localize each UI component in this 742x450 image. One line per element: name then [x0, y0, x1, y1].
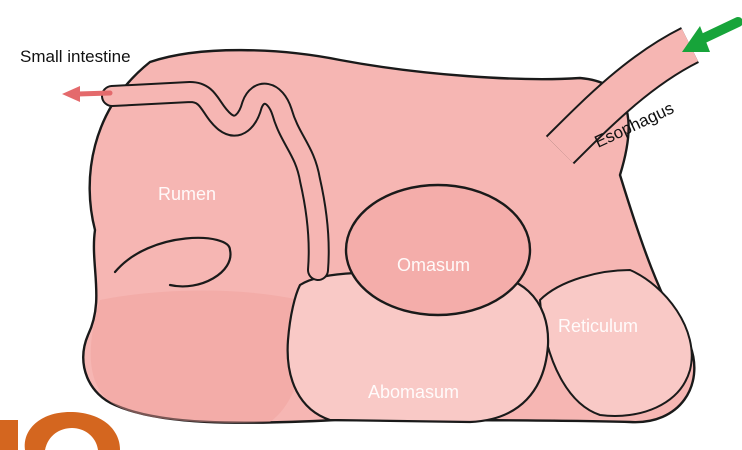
- logo-fragment-icon: [0, 412, 120, 450]
- small-intestine-label: Small intestine: [20, 47, 131, 66]
- omasum-shape: [346, 185, 530, 315]
- abomasum-label: Abomasum: [368, 382, 459, 402]
- green-arrow-icon: [682, 22, 738, 52]
- omasum-label: Omasum: [397, 255, 470, 275]
- rumen-label: Rumen: [158, 184, 216, 204]
- rumen-lower-lobe: [91, 291, 304, 423]
- reticulum-label: Reticulum: [558, 316, 638, 336]
